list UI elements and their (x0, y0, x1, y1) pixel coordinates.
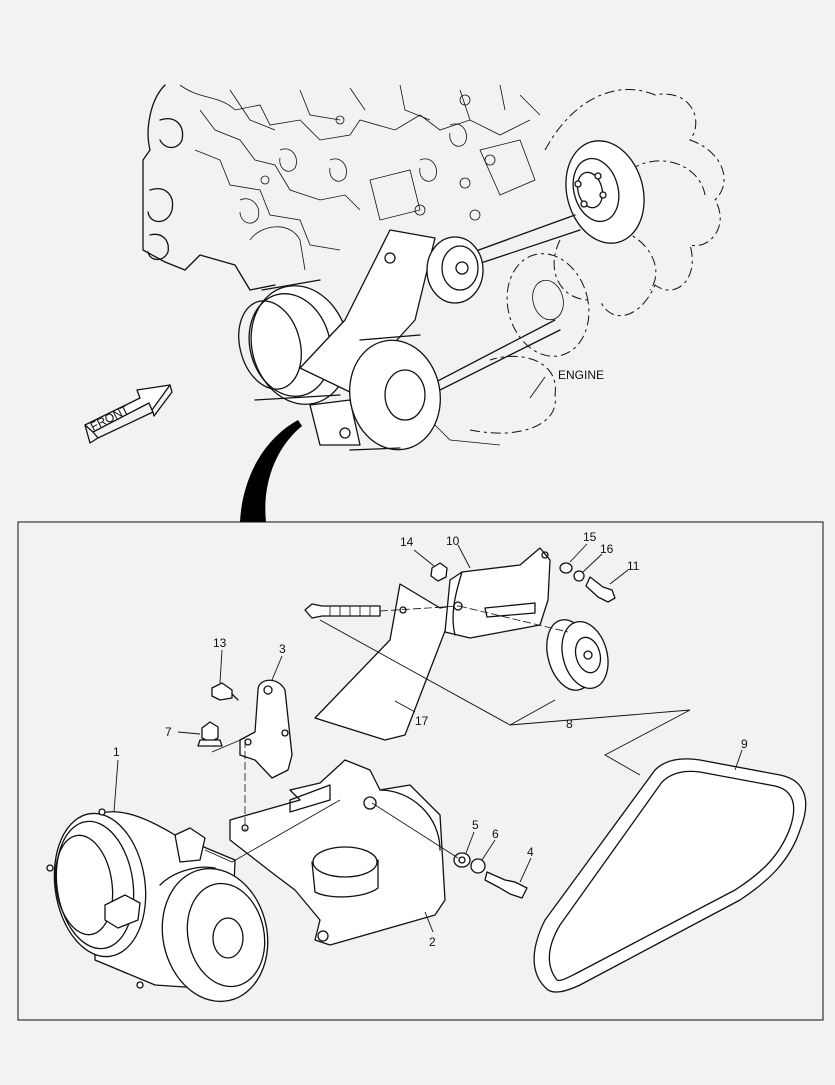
engine-label-leader (529, 376, 546, 399)
callout-1: 1 (113, 745, 120, 759)
callout-10: 10 (446, 534, 460, 548)
part-17-plate (314, 583, 456, 741)
front-arrow-icon: FRONT (84, 384, 173, 444)
engine-overview: FRONT ENGINE (84, 84, 725, 522)
callout-6: 6 (492, 827, 499, 841)
engine-label: ENGINE (558, 368, 604, 382)
callout-7: 7 (165, 725, 172, 739)
exploded-view (46, 547, 807, 1003)
assembly-lines (204, 605, 569, 863)
callout-3: 3 (279, 642, 286, 656)
callout-14: 14 (400, 535, 414, 549)
part-10-tensioner (444, 547, 551, 639)
callouts: 1 2 3 4 5 6 7 8 9 10 11 13 14 15 16 17 (113, 530, 748, 949)
callout-9: 9 (741, 737, 748, 751)
detail-pointer-arrow (240, 420, 302, 522)
callout-16: 16 (600, 542, 614, 556)
callout-4: 4 (527, 845, 534, 859)
part-2-bracket (229, 759, 446, 946)
callout-5: 5 (472, 818, 479, 832)
fasteners (197, 562, 616, 899)
callout-17: 17 (415, 714, 429, 728)
front-arrow-label: FRONT (88, 402, 132, 434)
idler-pulley (546, 619, 609, 691)
callout-2: 2 (429, 935, 436, 949)
callout-13: 13 (213, 636, 227, 650)
callout-15: 15 (583, 530, 597, 544)
part-3-small-bracket (239, 679, 293, 779)
part-1-compressor (46, 808, 269, 1003)
callout-8: 8 (566, 717, 573, 731)
part-9-v-belt (533, 758, 807, 993)
callout-11: 11 (627, 559, 640, 573)
